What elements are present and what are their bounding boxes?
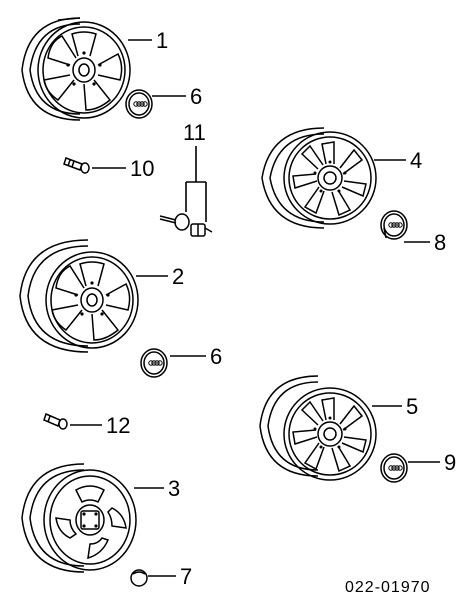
callout-6b: 6 [170,344,222,369]
callout-8-label: 8 [434,230,446,255]
callout-4: 4 [374,148,422,173]
callout-10-label: 10 [130,156,154,181]
callout-3-label: 3 [168,476,180,501]
callout-3: 3 [134,476,180,501]
wheel-bolt-icon-11b [190,223,213,237]
callout-2-label: 2 [172,264,184,289]
callout-9: 9 [408,450,456,475]
center-cap-icon-8 [380,210,408,240]
callout-7: 7 [148,564,192,589]
wheel-bolt-icon-11a [159,213,190,231]
alloy-wheel-icon-2 [19,239,139,353]
callout-12-label: 12 [106,413,130,438]
alloy-wheel-icon-4 [261,127,377,229]
callout-5: 5 [372,394,418,419]
callout-1: 1 [128,28,168,53]
valve-stem-icon-12 [43,412,68,430]
diagram-code: 022-01970 [345,579,431,596]
valve-stem-icon-10 [63,157,90,174]
callout-6a: 6 [152,84,202,109]
callout-2: 2 [136,264,184,289]
steel-wheel-icon-3 [21,463,137,573]
callout-5-label: 5 [406,394,418,419]
small-cap-icon-7 [130,569,148,587]
alloy-wheel-icon-1 [21,17,131,121]
callout-6a-label: 6 [190,84,202,109]
callout-7-label: 7 [180,564,192,589]
callout-4-label: 4 [410,148,422,173]
alloy-wheel-icon-5 [259,375,377,481]
center-cap-icon-6a [125,89,153,119]
center-cap-icon-6b [140,348,168,378]
callout-11: 11 [183,120,207,222]
callout-8: 8 [404,230,446,255]
callout-9-label: 9 [444,450,456,475]
callout-1-label: 1 [156,28,168,53]
callout-11-label: 11 [183,120,206,145]
callout-12: 12 [70,413,130,438]
callout-10: 10 [92,156,154,181]
callout-6b-label: 6 [210,344,222,369]
center-cap-icon-9 [380,453,408,483]
